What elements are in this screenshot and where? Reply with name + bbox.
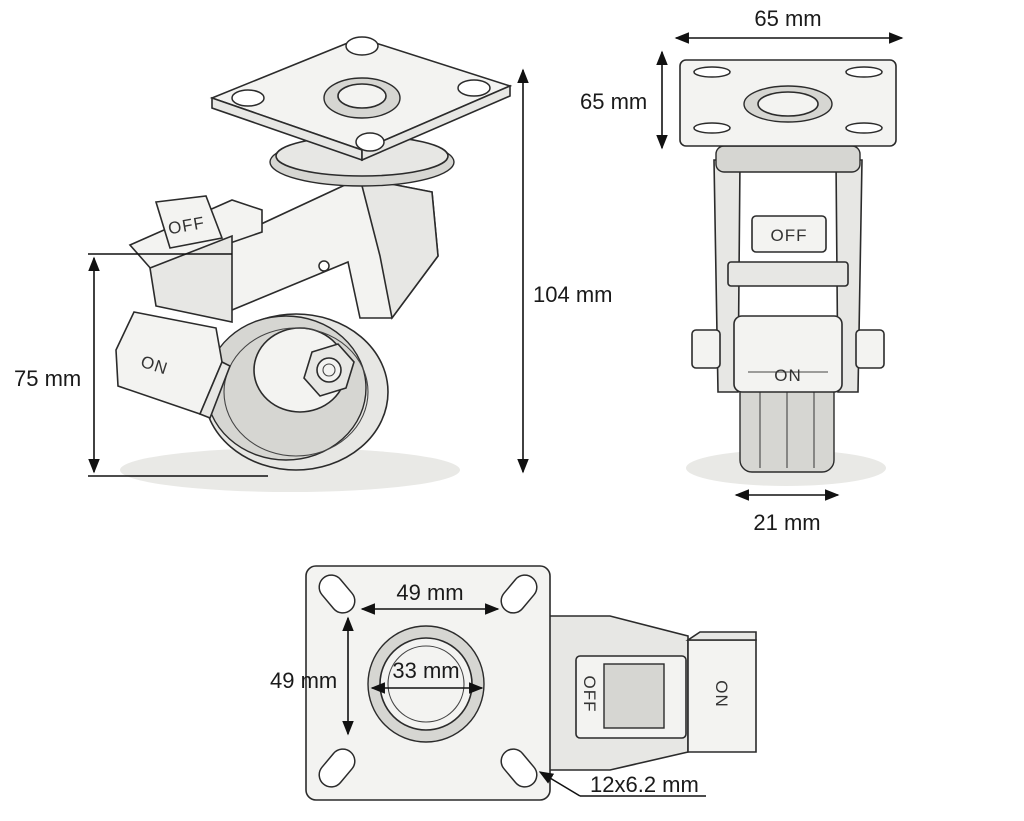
slot-top-left (318, 574, 356, 614)
center-bore-dimension: 33 mm (370, 658, 484, 694)
mount-slot (355, 132, 385, 152)
hole-spacing-x-label: 49 mm (396, 580, 463, 605)
slot-top-right (500, 574, 538, 614)
brake-off-pedal: OFF (128, 195, 263, 271)
hole-spacing-y-label: 49 mm (270, 668, 337, 693)
wheel-height-dimension: 75 mm (14, 253, 268, 477)
slot-size-dimension: 12x6.2 mm (538, 771, 706, 797)
top-view: OFF ON (305, 565, 757, 801)
total-height-dimension: 104 mm (517, 68, 612, 474)
front-on-pedal (733, 315, 843, 393)
hole-spacing-y-dimension: 49 mm (270, 616, 354, 736)
mount-slot (345, 36, 379, 56)
slot-size-label: 12x6.2 mm (590, 772, 699, 797)
hole-spacing-x-dimension: 49 mm (360, 580, 500, 615)
perspective-view: OFF ON (115, 36, 513, 492)
mount-slot (457, 79, 491, 97)
left-axle-nut-icon (691, 329, 721, 369)
plate-width-label: 65 mm (754, 6, 821, 31)
brake-on-pedal: ON (115, 311, 232, 420)
wheel-width-label: 21 mm (753, 510, 820, 535)
front-off-pedal (751, 215, 827, 253)
front-top-plate (679, 59, 897, 147)
mount-slot (231, 89, 265, 107)
right-axle-nut-icon (855, 329, 885, 369)
axle-nut-icon (303, 343, 355, 397)
front-view: OFF ON (679, 59, 897, 486)
total-height-label: 104 mm (533, 282, 612, 307)
wheel-diameter-label: 75 mm (14, 366, 81, 391)
plate-width-dimension: 65 mm (674, 6, 904, 44)
front-off-label: OFF (771, 226, 808, 245)
plate-depth-dimension: 65 mm (580, 50, 668, 150)
top-plate (209, 36, 513, 162)
wheel-width-dimension: 21 mm (734, 489, 840, 535)
center-bore-label: 33 mm (392, 658, 459, 683)
top-off-label: OFF (580, 676, 599, 713)
top-on-label: ON (712, 680, 731, 708)
plate-depth-label: 65 mm (580, 89, 647, 114)
slot-bottom-right (500, 748, 538, 788)
front-on-label: ON (774, 366, 802, 385)
wheel (203, 313, 389, 471)
slot-bottom-left (318, 748, 356, 788)
